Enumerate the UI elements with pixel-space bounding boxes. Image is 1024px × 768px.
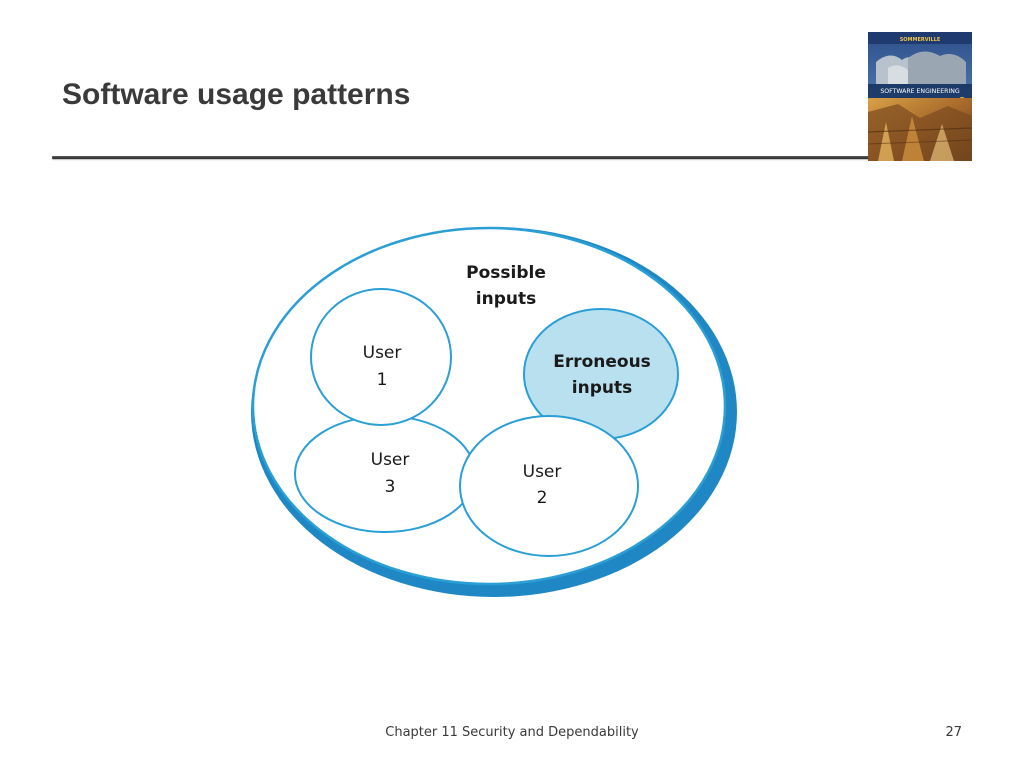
erroneous-inputs-label-line2: inputs <box>572 378 632 398</box>
slide-footer: Chapter 11 Security and Dependability <box>385 725 639 740</box>
title-divider <box>52 156 870 159</box>
user-2-circle <box>459 415 639 557</box>
user-1-label-line1: User <box>363 343 402 363</box>
usage-patterns-diagram: Possible inputs User 1 Erroneous inputs … <box>240 220 750 620</box>
slide-title: Software usage patterns <box>62 78 411 111</box>
user-3-label-line1: User <box>371 450 410 470</box>
book-author-text: SOMMERVILLE <box>900 37 941 43</box>
page-number: 27 <box>945 725 962 740</box>
user-3-ellipse <box>294 415 476 533</box>
erroneous-inputs-label-line1: Erroneous <box>553 352 651 372</box>
possible-inputs-label-line2: inputs <box>476 289 536 309</box>
user-1-label-line2: 1 <box>377 370 388 390</box>
user-2-label-line2: 2 <box>537 488 548 508</box>
user-2-label-line1: User <box>523 462 562 482</box>
book-title-text: SOFTWARE ENGINEERING <box>880 88 960 95</box>
possible-inputs-label-line1: Possible <box>466 263 546 283</box>
user-3-label-line2: 3 <box>385 477 396 497</box>
book-cover-image: SOMMERVILLE SOFTWARE ENGINEERING 9 <box>868 32 972 161</box>
user-1-circle <box>310 288 452 426</box>
